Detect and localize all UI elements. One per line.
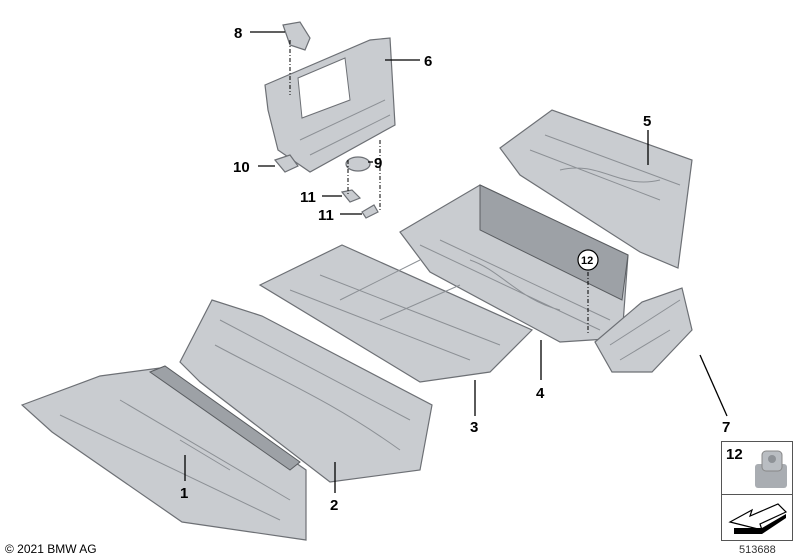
part-9-cup[interactable] xyxy=(345,156,371,172)
part-3-floor-panel[interactable] xyxy=(258,244,534,383)
callout-4: 4 xyxy=(536,385,545,402)
callout-11-a: 11 xyxy=(300,189,316,206)
direction-arrow-icon xyxy=(728,503,788,534)
callout-8: 8 xyxy=(234,25,242,42)
callout-11-b: 11 xyxy=(318,207,334,224)
callout-12-circle xyxy=(577,249,599,271)
callout-2: 2 xyxy=(330,497,338,514)
legend-box: 12 xyxy=(721,441,793,541)
callout-12: 12 xyxy=(581,255,593,267)
part-1-rear-floor[interactable] xyxy=(20,365,307,541)
callout-9: 9 xyxy=(374,155,382,172)
part-8-holder[interactable] xyxy=(282,21,311,51)
part-10-bracket[interactable] xyxy=(273,154,299,173)
callout-5: 5 xyxy=(643,113,651,130)
callout-1: 1 xyxy=(180,485,188,502)
callout-6: 6 xyxy=(424,53,432,70)
copyright-text: © 2021 BMW AG xyxy=(5,542,97,556)
part-11-clip-b[interactable] xyxy=(361,204,379,219)
part-6-battery-tray[interactable] xyxy=(264,37,396,173)
part-2-crossmember[interactable] xyxy=(179,299,433,483)
legend-item-number: 12 xyxy=(726,446,743,463)
part-5-rear-panel[interactable] xyxy=(499,109,693,269)
part-11-clip-a[interactable] xyxy=(340,189,362,203)
diagram-id: 513688 xyxy=(739,544,776,556)
callout-3: 3 xyxy=(470,419,478,436)
nut-icon xyxy=(755,450,787,488)
part-7-bracket[interactable] xyxy=(594,287,693,373)
part-4-floor-section[interactable] xyxy=(399,184,629,343)
callout-7: 7 xyxy=(722,419,730,436)
legend-item-12: 12 xyxy=(722,442,792,495)
callout-10: 10 xyxy=(233,159,250,176)
